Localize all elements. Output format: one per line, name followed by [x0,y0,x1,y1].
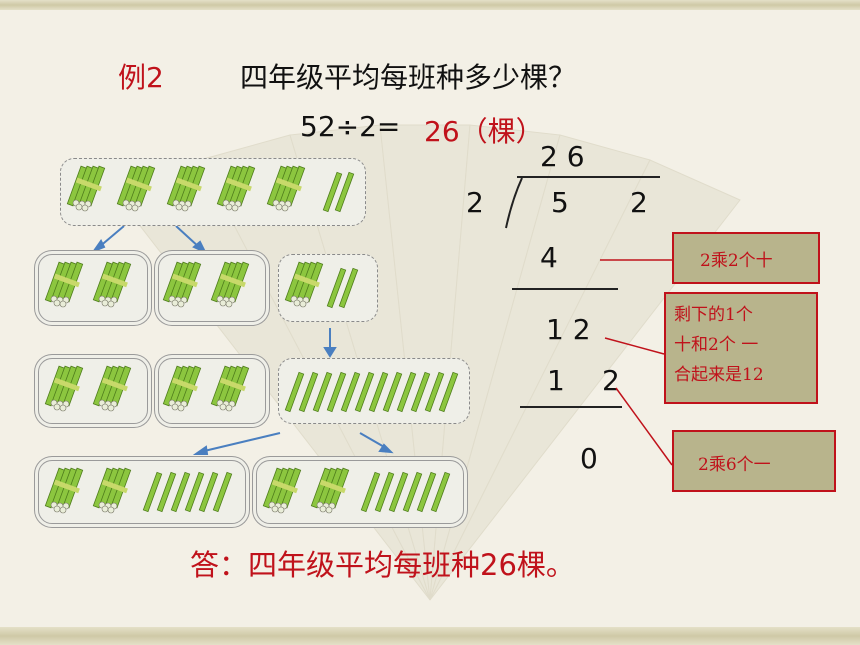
final-remainder: 0 [580,442,598,475]
callout-ones-product: 2乘6个一 [672,430,836,492]
top-border-band [0,0,860,10]
callout-regroup-line2: 十和2个 一 [674,335,759,355]
bundle-icon [44,467,84,514]
example-label: 例2 [118,61,164,94]
bundle-icon [262,467,302,514]
bundle-icon [210,261,250,308]
callout-regroup-line3: 合起来是12 [674,365,764,385]
bottom-border-band [0,627,860,645]
step1-product: 4 [540,241,558,274]
six-sticks-left [142,471,233,513]
quotient: 2 6 [540,140,585,173]
step3-product-ones: 2 [602,364,620,397]
callout-regroup: 剩下的1个 十和2个 一 合起来是12 [664,292,818,404]
bundle-icon [92,261,132,308]
bundle-icon [284,261,324,308]
bundle-icon [66,165,106,212]
divisor: 2 [466,186,484,219]
question-text: 四年级平均每班种多少棵？ [240,61,577,94]
callout3-connector [615,387,673,466]
bundle-group-total [60,158,366,226]
step2-remainder: 1 2 [546,313,591,346]
bundle-icon [162,365,202,412]
callout-tens-product: 2乘2个十 [672,232,820,284]
bundle-icon [266,165,306,212]
twelve-sticks [284,371,459,413]
callout-regroup-line1: 剩下的1个 [674,305,753,325]
equation-result: 26（棵） [424,115,544,148]
dividend-ones: 2 [630,186,648,219]
division-bracket [505,177,523,229]
callout2-connector [604,337,665,355]
bundle-icon [310,467,350,514]
bundle-icon [44,365,84,412]
bundle-icon [44,261,84,308]
bundle-icon [216,165,256,212]
callout-ones-product-text: 2乘6个一 [698,455,771,475]
six-sticks-right [360,471,451,513]
bundle-icon [166,165,206,212]
dividend-tens: 5 [551,186,569,219]
equation-expression: 52÷2= [300,110,401,143]
bundle-icon [92,365,132,412]
bundle-icon [92,467,132,514]
bundle-icon [116,165,156,212]
bundle-icon [162,261,202,308]
answer-text: 答：四年级平均每班种26棵。 [190,548,575,582]
step3-product-tens: 1 [547,364,565,397]
bundle-icon [210,365,250,412]
callout-tens-product-text: 2乘2个十 [700,251,773,271]
